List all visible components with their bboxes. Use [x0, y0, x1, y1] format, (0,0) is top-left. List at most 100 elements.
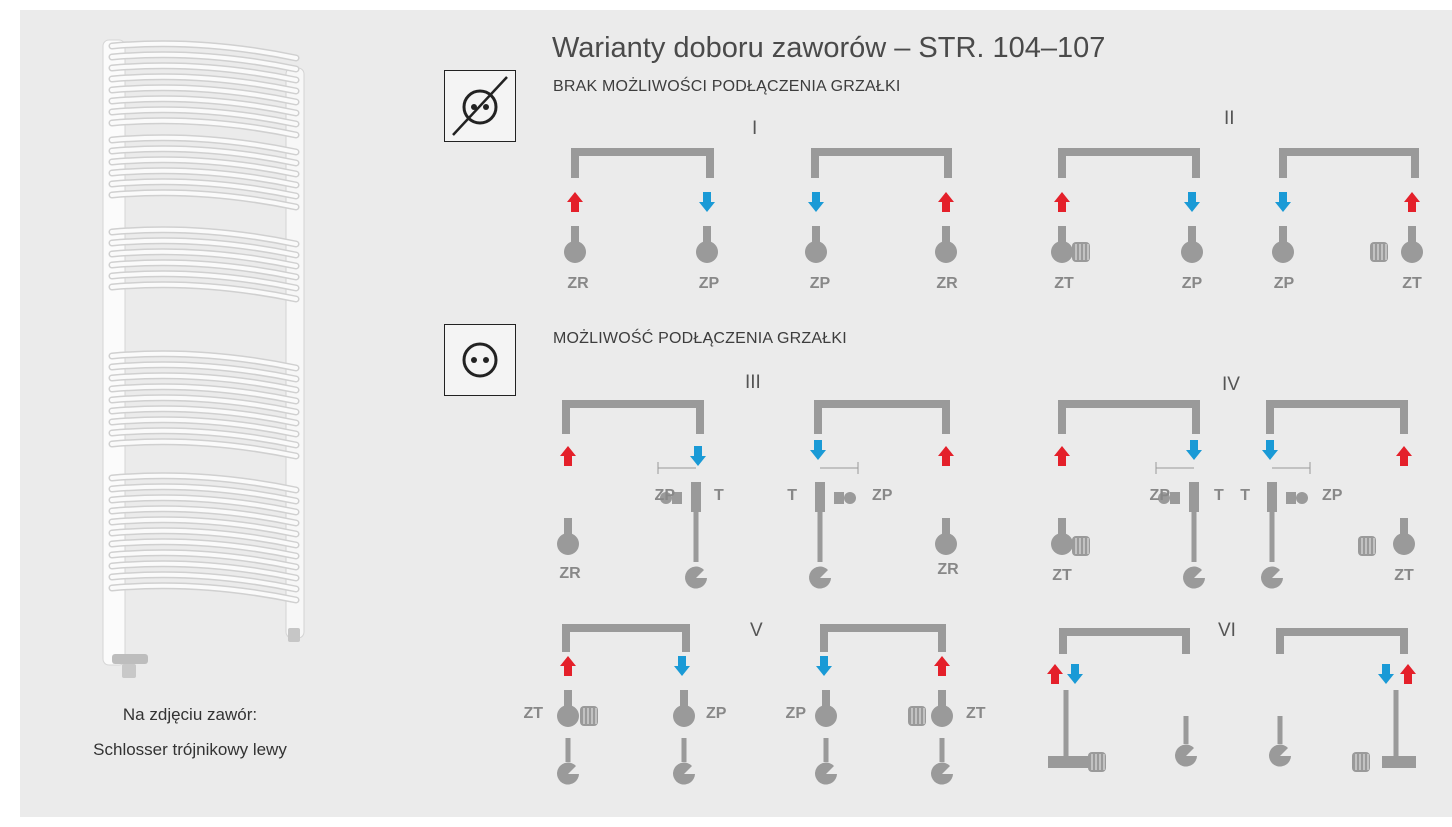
valve-stem [1279, 226, 1287, 244]
radiator-bar-highlight [110, 52, 298, 71]
page-title: Warianty doboru zaworów – STR. 104–107 [552, 32, 1106, 64]
valve-icon [1393, 533, 1415, 555]
radiator-bar-highlight [110, 190, 298, 209]
valve-stem [938, 690, 946, 708]
radiator-frame [811, 148, 952, 178]
valve-icon [696, 241, 718, 263]
radiator-bar-highlight [110, 417, 298, 436]
tee-piece-icon [691, 482, 701, 512]
heater-plug-icon [1183, 566, 1205, 589]
return-arrow-icon [674, 656, 690, 676]
valve-icon [1401, 241, 1423, 263]
radiator-bar-highlight [110, 428, 298, 447]
supply-arrow-icon [938, 192, 954, 212]
connection-label: ZP [1274, 275, 1295, 292]
radiator-bar-highlight [110, 384, 298, 403]
variant-label-iv: IV [1222, 374, 1240, 395]
tee-branch [834, 492, 844, 504]
connection-label: ZP [786, 705, 807, 722]
valve-stem [942, 226, 950, 244]
return-arrow-icon [1186, 440, 1202, 460]
connection-label: ZP [655, 487, 676, 504]
thermostat-head-icon [1088, 752, 1106, 772]
thermostat-head-icon [1358, 536, 1376, 556]
connection-label: ZT [1394, 567, 1414, 584]
radiator-frame [1276, 628, 1408, 654]
variant-label-i: I [752, 118, 758, 139]
heater-plug-icon [1261, 566, 1283, 589]
tee-piece-icon [815, 482, 825, 512]
section-heading-no-heater: BRAK MOŻLIWOŚCI PODŁĄCZENIA GRZAŁKI [553, 78, 901, 95]
supply-arrow-icon [934, 656, 950, 676]
valve-icon [931, 705, 953, 727]
supply-arrow-icon [560, 446, 576, 466]
valve-icon [815, 705, 837, 727]
connection-label: ZP [699, 275, 720, 292]
radiator-bar-highlight [110, 74, 298, 93]
photo-caption-line2: Schlosser trójnikowy lewy [93, 740, 287, 759]
valve-stem [571, 226, 579, 244]
heater-plug-icon [1175, 744, 1197, 767]
valve-stem [1408, 226, 1416, 244]
radiator-bar-highlight [110, 506, 298, 525]
radiator-frame [562, 400, 704, 434]
radiator-bar-highlight [110, 373, 298, 392]
heater-plug-icon [809, 566, 831, 589]
radiator-bar-highlight [110, 41, 298, 60]
return-arrow-icon [690, 446, 706, 466]
return-arrow-icon [1262, 440, 1278, 460]
radiator-bar-highlight [110, 495, 298, 514]
radiator-bar-highlight [110, 282, 298, 301]
return-arrow-icon [810, 440, 826, 460]
connection-label: ZT [966, 705, 986, 722]
supply-arrow-icon [1396, 446, 1412, 466]
radiator-bar-highlight [110, 179, 298, 198]
connection-label: ZR [937, 561, 959, 578]
valve-stem [1058, 518, 1066, 536]
radiator-frame [1266, 400, 1408, 434]
section-heading-heater: MOŻLIWOŚĆ PODŁĄCZENIA GRZAŁKI [553, 330, 847, 347]
connection-label: ZP [1150, 487, 1171, 504]
valve-icon [564, 241, 586, 263]
radiator-frame [1059, 628, 1190, 654]
valve-icon [557, 705, 579, 727]
radiator-bar-highlight [110, 135, 298, 154]
radiator-bar-highlight [110, 406, 298, 425]
heater-plug-icon [557, 762, 579, 785]
no-socket-icon [444, 70, 516, 142]
radiator-bar-highlight [110, 550, 298, 569]
valve-icon [1181, 241, 1203, 263]
valve-stem [812, 226, 820, 244]
valve-stem [703, 226, 711, 244]
thermostat-head-icon [1072, 536, 1090, 556]
return-arrow-icon [1275, 192, 1291, 212]
tee-cap [1158, 492, 1170, 504]
valve-icon [557, 533, 579, 555]
radiator-bar-highlight [110, 351, 298, 370]
radiator-bar-highlight [110, 528, 298, 547]
connection-label: ZP [872, 487, 893, 504]
tee-piece-icon [1189, 482, 1199, 512]
supply-arrow-icon [1054, 192, 1070, 212]
tee-cap [1296, 492, 1308, 504]
tee-branch [1286, 492, 1296, 504]
connection-label: ZT [523, 705, 543, 722]
heater-plug-icon [815, 762, 837, 785]
valve-icon [935, 533, 957, 555]
radiator-bar-highlight [110, 561, 298, 580]
radiator-bar-highlight [110, 539, 298, 558]
radiator-bar-highlight [110, 157, 298, 176]
radiator-bar-highlight [110, 572, 298, 591]
valve-stem [1188, 226, 1196, 244]
radiator-bar-highlight [110, 583, 298, 602]
variant-label-vi: VI [1218, 620, 1236, 641]
socket-icon [444, 324, 516, 396]
radiator-bar-highlight [110, 107, 298, 126]
radiator-frame [814, 400, 950, 434]
heater-plug-icon [673, 762, 695, 785]
connection-label: T [1240, 487, 1250, 504]
return-arrow-icon [699, 192, 715, 212]
supply-arrow-icon [1400, 664, 1416, 684]
tee-piece-icon [1267, 482, 1277, 512]
